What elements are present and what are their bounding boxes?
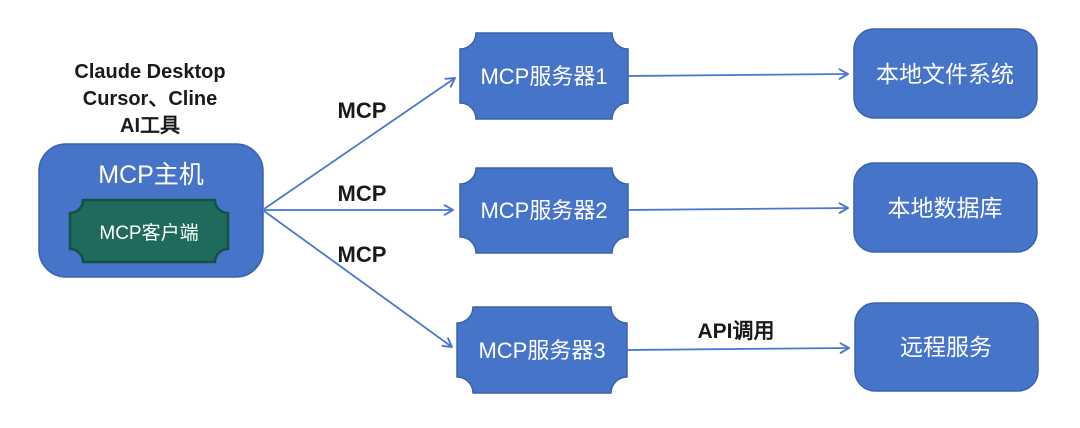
edge-label-api-call: API调用 (697, 320, 774, 343)
edges-group (263, 68, 850, 354)
server1-node: MCP服务器1 (459, 32, 629, 120)
server1-label: MCP服务器1 (480, 64, 607, 89)
client-plaque (68, 198, 230, 264)
target-database-node: 本地数据库 (853, 162, 1038, 253)
client-label: MCP客户端 (99, 222, 198, 244)
host-node: MCP主机 MCP客户端 (38, 143, 264, 278)
host-caption: Claude Desktop Cursor、Cline AI工具 (74, 61, 225, 137)
target-remote-label: 远程服务 (900, 334, 992, 360)
target-filesystem-box (853, 28, 1038, 119)
edge-label-mcp-2: MCP (338, 181, 387, 206)
server2-node: MCP服务器2 (459, 167, 629, 254)
target-remote-box (854, 302, 1039, 392)
edge-label-mcp-1: MCP (338, 98, 387, 123)
target-remote-node: 远程服务 (854, 302, 1039, 392)
server2-label: MCP服务器2 (480, 198, 607, 223)
host-label: MCP主机 (98, 161, 204, 189)
server3-plaque (456, 306, 628, 394)
host-caption-line-3: AI工具 (120, 115, 180, 137)
server1-plaque (459, 32, 629, 120)
arrow-server3-to-remote (626, 342, 850, 354)
target-database-box (853, 162, 1038, 253)
target-database-label: 本地数据库 (888, 195, 1003, 221)
target-filesystem-node: 本地文件系统 (853, 28, 1038, 119)
target-filesystem-label: 本地文件系统 (876, 61, 1014, 87)
arrow-host-to-server3 (263, 210, 453, 348)
server2-plaque (459, 167, 629, 254)
arrow-host-to-server1 (263, 77, 456, 210)
server3-node: MCP服务器3 (456, 306, 628, 394)
arrow-server2-to-database (627, 202, 849, 214)
edge-label-mcp-3: MCP (338, 242, 387, 267)
host-caption-line-2: Cursor、Cline (83, 88, 217, 110)
arrow-server1-to-filesystem (627, 68, 849, 80)
server3-label: MCP服务器3 (478, 338, 605, 363)
host-caption-line-1: Claude Desktop (74, 61, 225, 83)
